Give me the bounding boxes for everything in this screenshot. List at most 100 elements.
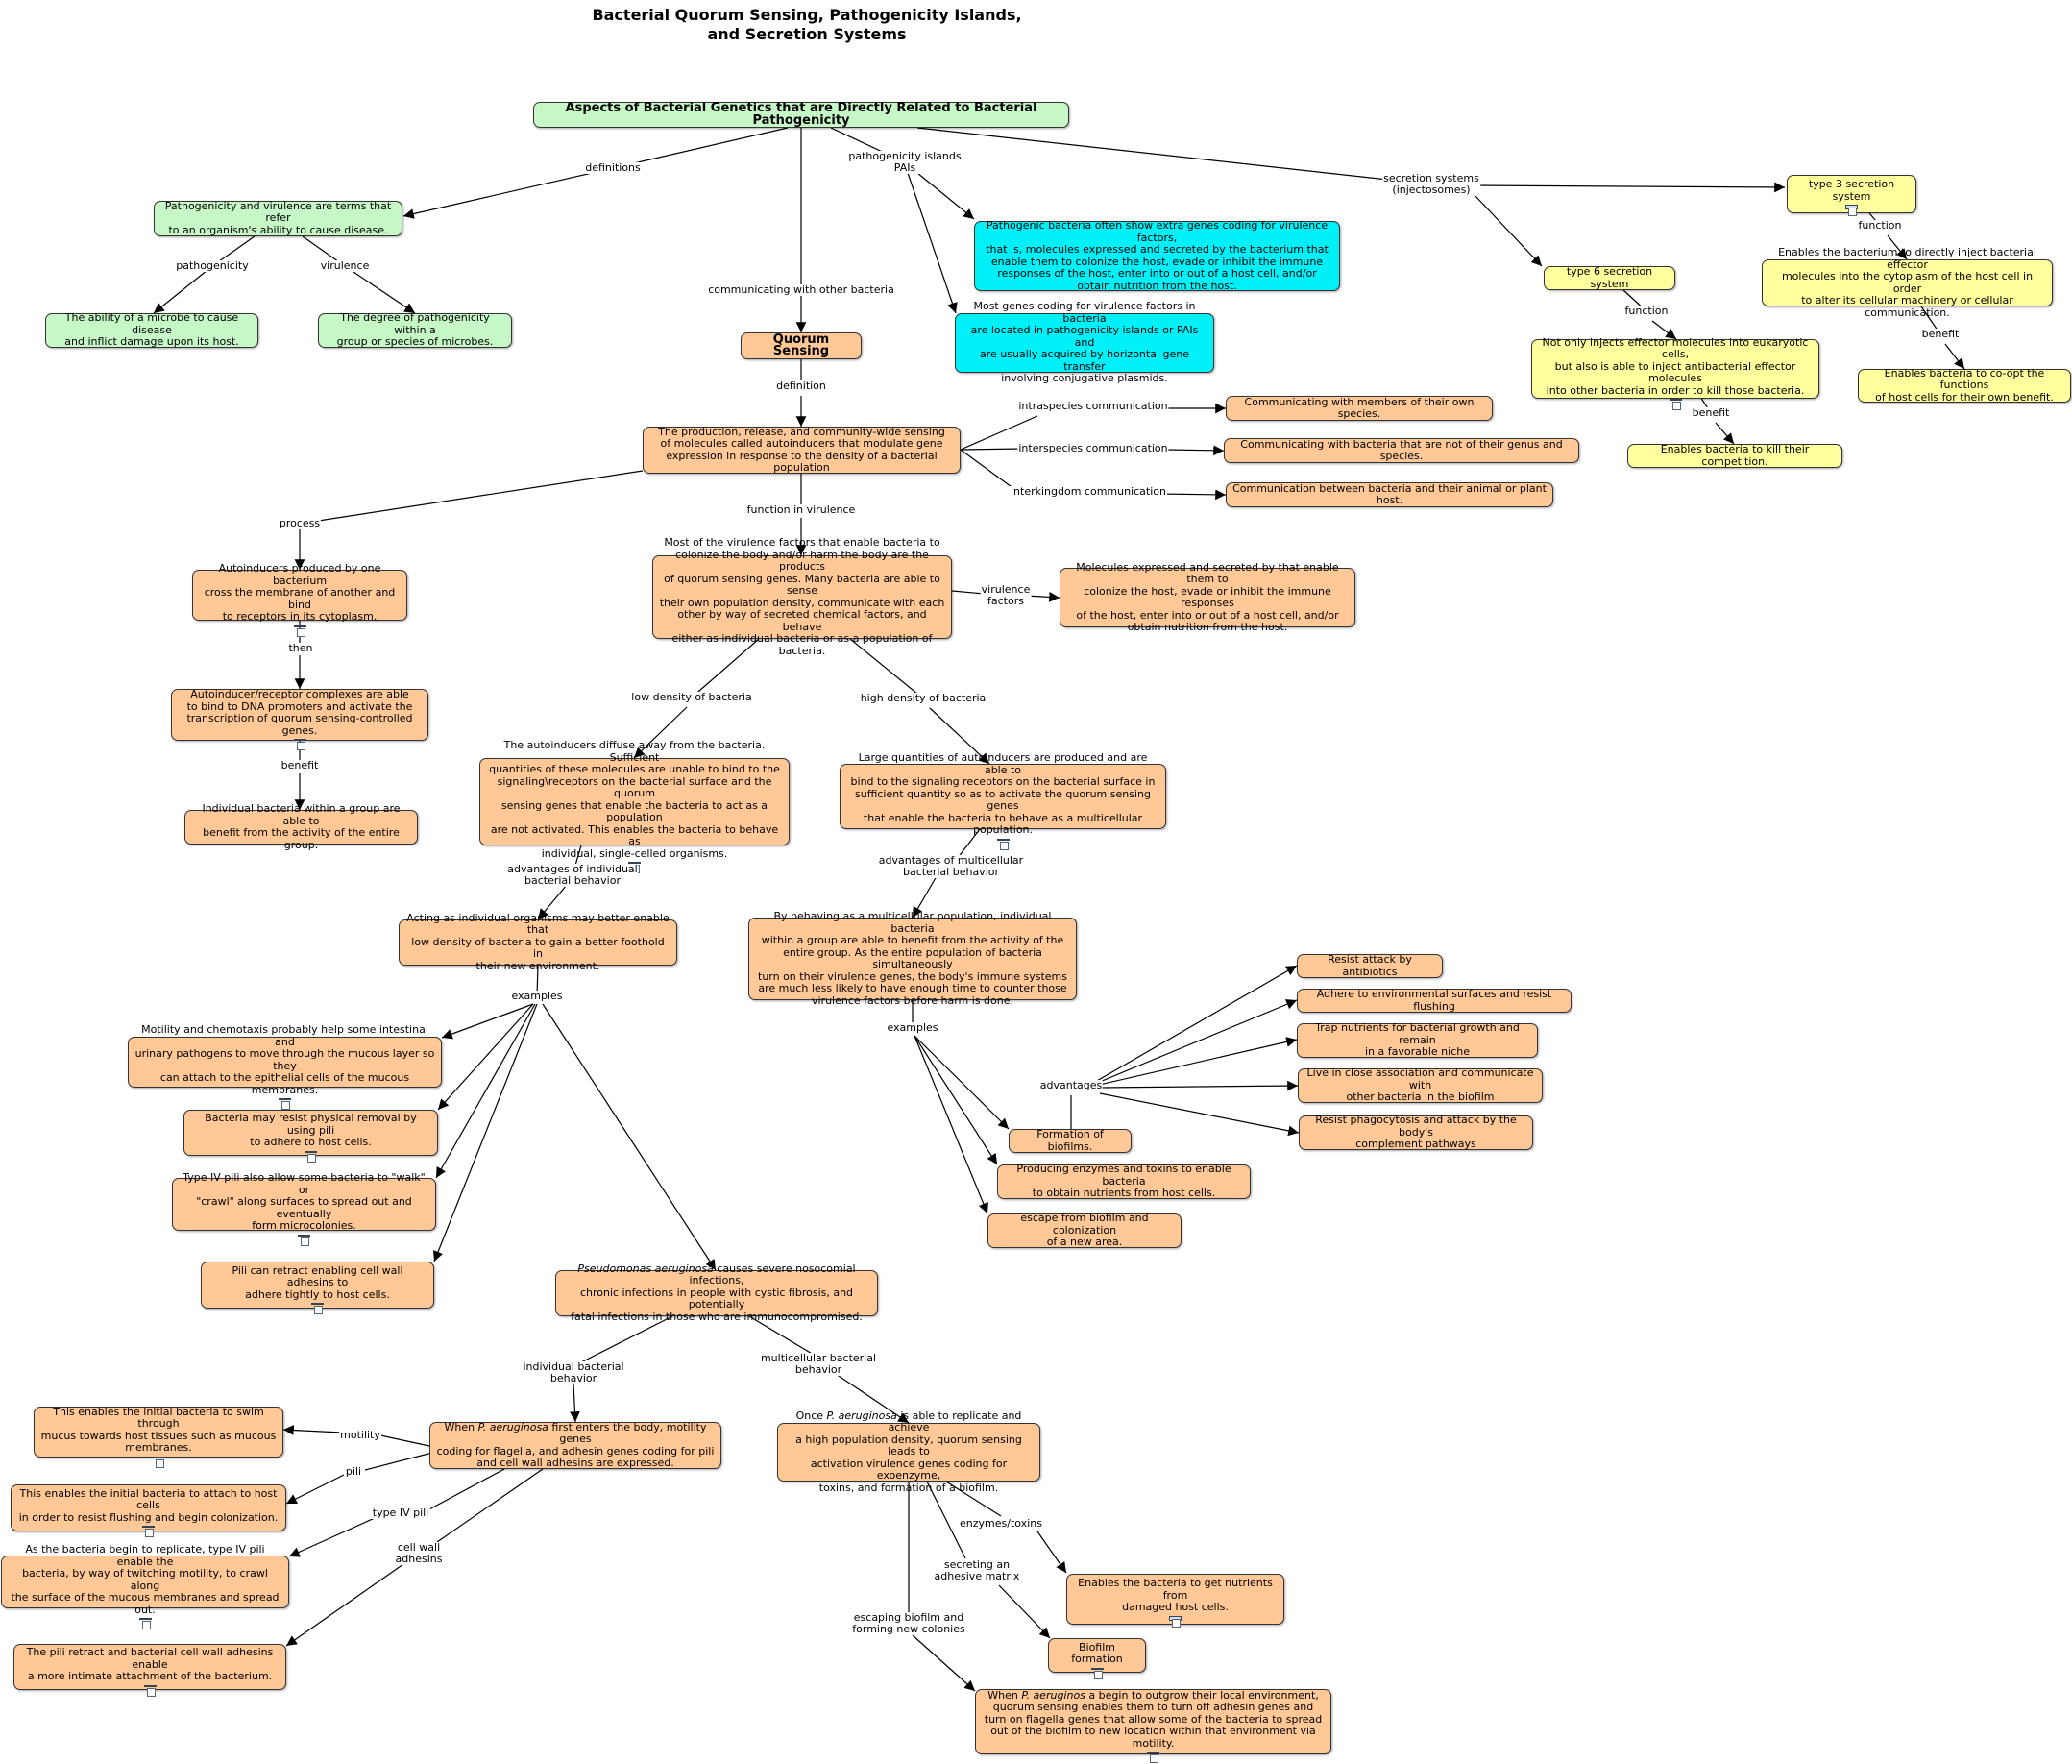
connector-line: [945, 1481, 1002, 1517]
type6-function-node[interactable]: Not only injects effector molecules into…: [1531, 336, 1819, 411]
connector-line: [1651, 320, 1677, 340]
intraspecies-node[interactable]: Communicating with members of their own …: [1226, 396, 1493, 421]
pathogenicity-node[interactable]: The ability of a microbe to cause diseas…: [45, 312, 258, 348]
low-density-node[interactable]: The autoinducers diffuse away from the b…: [479, 739, 790, 873]
example-retract-text: Pili can retract enabling cell wall adhe…: [232, 1263, 403, 1301]
process-step2-node[interactable]: Autoinducer/receptor complexes are able …: [171, 688, 428, 750]
example-typeiv-node[interactable]: Type IV pili also allow some bacteria to…: [172, 1172, 436, 1246]
example-pili-node[interactable]: Bacteria may resist physical removal by …: [183, 1110, 438, 1163]
virulence-function-node[interactable]: Most of the virulence factors that enabl…: [652, 536, 952, 656]
type3-benefit-node[interactable]: Enables bacteria to co-opt the functions…: [1858, 367, 2071, 403]
escape-biofilm-text: escape from biofilm and colonization of …: [1020, 1212, 1149, 1249]
resource-icon[interactable]: [143, 1684, 157, 1697]
resource-icon[interactable]: [1090, 1667, 1104, 1679]
connector-line: [537, 884, 568, 920]
resource-icon[interactable]: [138, 1618, 152, 1629]
pili-result-node[interactable]: This enables the initial bacteria to att…: [11, 1484, 286, 1538]
pa-individual-node[interactable]: When P. aeruginosa first enters the body…: [429, 1420, 721, 1469]
biofilm-formation-node[interactable]: Formation of biofilms.: [1009, 1128, 1132, 1153]
connector-line: [960, 449, 1019, 493]
advantage-adhere-node[interactable]: Adhere to environmental surfaces and res…: [1297, 988, 1572, 1013]
resource-icon[interactable]: [1169, 1615, 1182, 1627]
type3-function-node[interactable]: Enables the bacterium to directly inject…: [1762, 246, 2053, 318]
virulence-text: The degree of pathogenicity within a gro…: [336, 311, 494, 349]
pseudomonas-desc: causes severe nosocomial infections, chr…: [571, 1262, 863, 1323]
link-label-communicating: communicating with other bacteria: [707, 283, 895, 296]
adhesin-result-node[interactable]: The pili retract and bacterial cell wall…: [13, 1644, 286, 1697]
link-label-multicellular-behavior: multicellular bacterial behavior: [759, 1352, 878, 1376]
advantage-nutrients-node[interactable]: Trap nutrients for bacterial growth and …: [1297, 1022, 1538, 1058]
link-label-intraspecies: intraspecies communication: [1017, 400, 1169, 412]
biofilm-result-node[interactable]: Biofilm formation: [1048, 1638, 1146, 1679]
type6-benefit-node[interactable]: Enables bacteria to kill their competiti…: [1627, 443, 1842, 468]
species-name: P. aeruginosa: [477, 1420, 548, 1433]
resource-icon[interactable]: [311, 1303, 324, 1315]
example-retract-node[interactable]: Pili can retract enabling cell wall adhe…: [201, 1262, 434, 1315]
pseudomonas-node[interactable]: Pseudomonas aeruginosa causes severe nos…: [555, 1262, 878, 1323]
example-motility-node[interactable]: Motility and chemotaxis probably help so…: [128, 1023, 442, 1110]
connector-line: [542, 1003, 717, 1271]
resource-icon[interactable]: [293, 739, 306, 750]
connector-line: [285, 1474, 345, 1505]
interkingdom-node[interactable]: Communication between bacteria and their…: [1226, 482, 1553, 507]
virulence-factors-node[interactable]: Molecules expressed and secreted by that…: [1060, 561, 1355, 633]
resource-icon[interactable]: [152, 1456, 165, 1468]
type3-text: type 3 secretion system: [1808, 178, 1895, 203]
pai-virulence-genes-node[interactable]: Pathogenic bacteria often show extra gen…: [974, 219, 1340, 291]
pa-multicellular-text: Once P. aeruginosa is able to replicate …: [784, 1409, 1034, 1495]
quorum-sensing-node[interactable]: Quorum Sensing: [741, 332, 862, 359]
pai-location-node[interactable]: Most genes coding for virulence factors …: [955, 301, 1214, 384]
connector-line: [570, 1383, 580, 1423]
typeiv-result-node[interactable]: As the bacteria begin to replicate, type…: [1, 1543, 289, 1629]
enzymes-toxins-node[interactable]: Producing enzymes and toxins to enable b…: [997, 1164, 1251, 1199]
outgrow-node[interactable]: When P. aeruginos a begin to outgrow the…: [975, 1689, 1331, 1764]
resource-icon[interactable]: [293, 625, 306, 637]
connector-line: [288, 1517, 376, 1557]
virulence-factors-text: Molecules expressed and secreted by that…: [1076, 560, 1339, 633]
process-step3-text: Individual bacteria within a group are a…: [202, 802, 401, 851]
qs-definition-node[interactable]: The production, release, and community-w…: [643, 426, 961, 474]
connector-line: [998, 1584, 1051, 1639]
resource-icon[interactable]: [142, 1526, 155, 1538]
connector-line: [432, 1003, 538, 1262]
link-label-type-iv-pili: type IV pili: [371, 1507, 430, 1519]
advantage-communicate-node[interactable]: Live in close association and communicat…: [1298, 1067, 1543, 1103]
connector-line: [1094, 1037, 1298, 1087]
definitions-node[interactable]: Pathogenicity and virulence are terms th…: [154, 200, 402, 236]
root-text: Aspects of Bacterial Genetics that are D…: [565, 101, 1037, 128]
resource-icon[interactable]: [996, 838, 1010, 850]
individual-advantage-node[interactable]: Acting as individual organisms may bette…: [399, 912, 677, 971]
multicellular-advantage-node[interactable]: By behaving as a multicellular populatio…: [748, 910, 1077, 1006]
resource-icon[interactable]: [305, 1150, 317, 1163]
root-concept[interactable]: Aspects of Bacterial Genetics that are D…: [533, 102, 1069, 128]
type6-node[interactable]: type 6 secretion system: [1544, 265, 1675, 290]
link-label-escaping: escaping biofilm and forming new colonie…: [851, 1611, 966, 1635]
species-name: P. aeruginosa: [826, 1409, 897, 1422]
link-label-advantages: advantages: [1038, 1079, 1104, 1091]
high-density-node[interactable]: Large quantities of autoinducers are pro…: [840, 752, 1166, 850]
link-label-interkingdom: interkingdom communication: [1009, 485, 1168, 498]
process-step3-node[interactable]: Individual bacteria within a group are a…: [184, 802, 418, 850]
resource-icon[interactable]: [1845, 205, 1858, 216]
connector-line: [441, 1003, 534, 1040]
advantage-phagocytosis-node[interactable]: Resist phagocytosis and attack by the bo…: [1299, 1115, 1533, 1150]
resource-icon[interactable]: [1147, 1752, 1159, 1764]
pa-individual-pre: When: [444, 1420, 478, 1433]
escape-biofilm-node[interactable]: escape from biofilm and colonization of …: [987, 1213, 1182, 1248]
advantage-antibiotics-node[interactable]: Resist attack by antibiotics: [1297, 953, 1443, 978]
type3-function-text: Enables the bacterium to directly inject…: [1778, 246, 2036, 319]
nutrients-node[interactable]: Enables the bacteria to get nutrients fr…: [1066, 1574, 1284, 1627]
motility-result-node[interactable]: This enables the initial bacteria to swi…: [34, 1406, 283, 1468]
virulence-node[interactable]: The degree of pathogenicity within a gro…: [318, 311, 512, 349]
virulence-function-text: Most of the virulence factors that enabl…: [659, 536, 945, 657]
resource-icon[interactable]: [298, 1234, 310, 1246]
link-label-function: function: [1857, 219, 1903, 232]
resource-icon[interactable]: [279, 1098, 291, 1110]
resource-icon[interactable]: [1669, 399, 1682, 411]
interspecies-node[interactable]: Communicating with bacteria that are not…: [1224, 438, 1579, 463]
pa-multicellular-node[interactable]: Once P. aeruginosa is able to replicate …: [777, 1409, 1040, 1494]
interspecies-text: Communicating with bacteria that are not…: [1240, 437, 1563, 462]
type3-node[interactable]: type 3 secretion system: [1787, 175, 1916, 216]
process-step1-node[interactable]: Autoinducers produced by one bacterium c…: [192, 563, 407, 637]
type6-benefit-text: Enables bacteria to kill their competiti…: [1660, 443, 1810, 468]
